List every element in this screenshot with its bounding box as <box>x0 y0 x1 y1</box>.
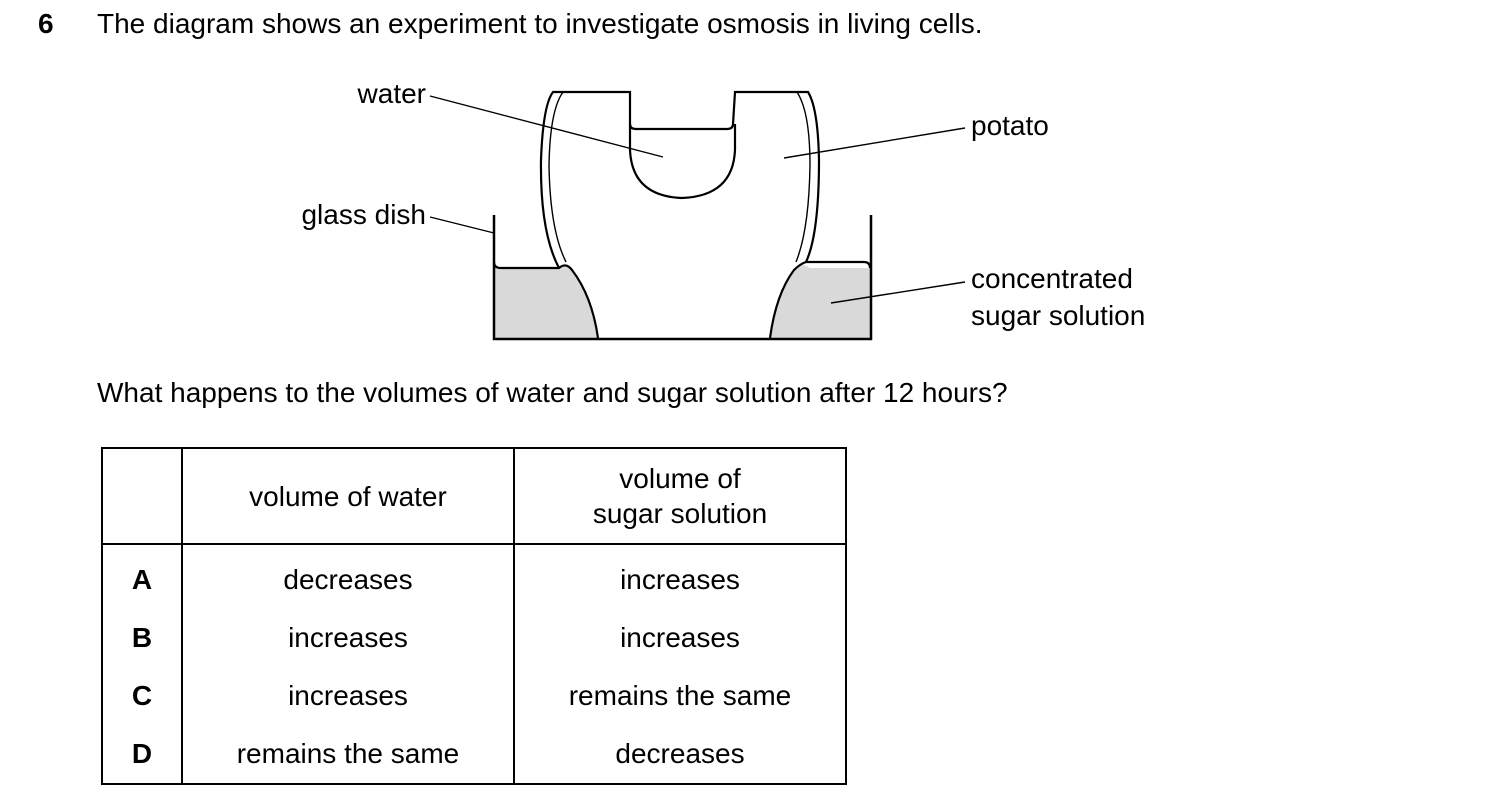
question-prompt: What happens to the volumes of water and… <box>97 377 1008 408</box>
sugar-cell: remains the same <box>568 680 792 711</box>
option-letter: B <box>102 609 183 667</box>
water-cell: increases <box>182 667 515 725</box>
table-row: A decreases increases <box>102 544 846 609</box>
header-water: volume of water <box>182 448 515 545</box>
option-letter: A <box>102 544 183 609</box>
label-potato: potato <box>971 110 1049 141</box>
water-cell: increases <box>182 609 515 667</box>
question-number: 6 <box>38 8 54 39</box>
header-letter <box>102 448 183 545</box>
answer-table: volume of water volume of sugar solution… <box>101 447 847 785</box>
water-cell: decreases <box>182 544 515 609</box>
sugar-cell: increases <box>620 622 740 653</box>
sugar-solution-right <box>770 264 870 338</box>
potato-skin-left <box>548 91 567 263</box>
label-sugar-line1: concentrated <box>971 263 1133 294</box>
table-row: C increases remains the same <box>102 667 846 725</box>
header-sugar-line2: sugar solution <box>592 498 768 529</box>
header-sugar-line1: volume of <box>619 463 741 494</box>
label-water: water <box>357 78 426 109</box>
header-sugar: volume of sugar solution <box>514 448 846 545</box>
table-row: D remains the same decreases <box>102 725 846 784</box>
sugar-cell: decreases <box>615 738 745 769</box>
option-letter: C <box>102 667 183 725</box>
question-intro: The diagram shows an experiment to inves… <box>97 8 983 39</box>
water-cell: remains the same <box>182 725 515 784</box>
potato-leader <box>783 127 966 159</box>
label-glass-dish: glass dish <box>301 199 426 230</box>
option-letter: D <box>102 725 183 784</box>
glass-dish <box>492 215 873 341</box>
table-row: B increases increases <box>102 609 846 667</box>
sugar-cell: increases <box>620 564 740 595</box>
label-sugar-line2: sugar solution <box>971 300 1145 331</box>
potato <box>492 90 872 339</box>
potato-skin-right <box>795 91 811 263</box>
table-header-row: volume of water volume of sugar solution <box>102 448 846 545</box>
water-leader <box>429 95 664 158</box>
sugar-solution-left <box>495 265 598 338</box>
glass-dish-leader <box>429 216 495 234</box>
sugar-solution-leader <box>830 281 966 304</box>
water-well <box>628 124 737 200</box>
